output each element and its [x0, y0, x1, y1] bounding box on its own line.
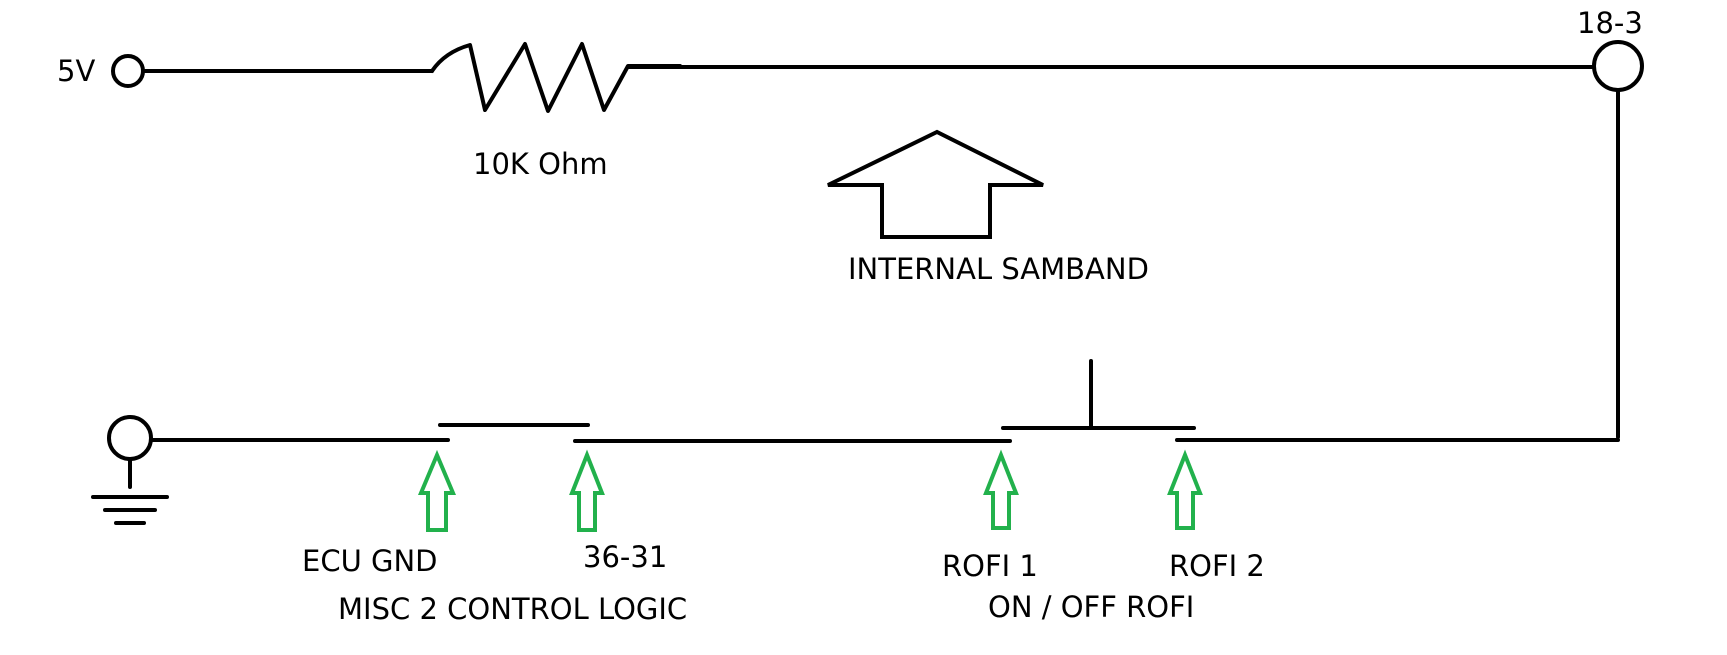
supply-terminal-icon	[111, 54, 145, 88]
rofi-2-pin-arrow-icon	[1167, 449, 1203, 530]
misc-control-logic-label: MISC 2 CONTROL LOGIC	[338, 592, 688, 626]
on-off-rofi-label: ON / OFF ROFI	[988, 590, 1195, 624]
supply-voltage-label: 5V	[57, 54, 96, 88]
pin-18-3-label: 18-3	[1577, 6, 1643, 40]
pin-36-31-arrow-icon	[569, 449, 605, 532]
resistor-icon	[430, 42, 682, 113]
rofi-2-label: ROFI 2	[1169, 549, 1265, 583]
resistor-label: 10K Ohm	[473, 147, 608, 181]
ground-icon	[91, 457, 169, 525]
rofi-1-pin-arrow-icon	[983, 449, 1019, 530]
output-terminal-icon	[1592, 40, 1644, 92]
internal-arrow-icon	[827, 129, 1044, 239]
ecu-gnd-pin-arrow-icon	[417, 449, 457, 532]
ground-terminal-icon	[107, 415, 153, 461]
ecu-gnd-label: ECU GND	[302, 544, 438, 578]
rofi-1-label: ROFI 1	[942, 549, 1038, 583]
internal-samband-label: INTERNAL SAMBAND	[848, 252, 1149, 286]
pin-36-31-label: 36-31	[583, 540, 668, 574]
